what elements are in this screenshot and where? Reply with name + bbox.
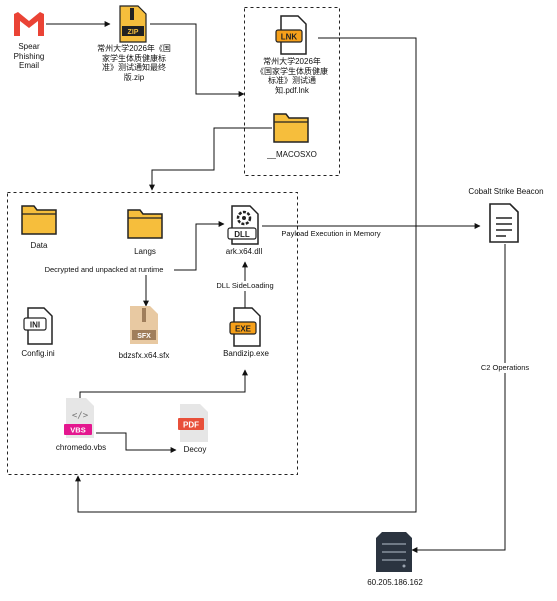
- lnk-badge: LNK: [281, 33, 298, 42]
- edge-macosx-to-payload: [149, 127, 272, 191]
- edge-label-decrypt: Decrypted and unpacked at runtime: [34, 265, 174, 275]
- server-icon: [376, 532, 412, 572]
- vbs-badge: VBS: [70, 426, 85, 435]
- edge-lnk-to-vbs: [75, 37, 417, 513]
- exe-badge: EXE: [235, 325, 252, 334]
- edge-label-payload: Payload Execution in Memory: [281, 229, 381, 238]
- label-sfx: bdzsfx.x64.sfx: [118, 351, 170, 360]
- zip-archive-icon: ZIP: [119, 5, 147, 43]
- label-ini: Config.ini: [21, 349, 55, 358]
- label-zip: 常州大学2026年《国 家学生体质健康标 准》测试通知最终 版.zip: [97, 44, 171, 82]
- pdf-file-icon: PDF: [178, 404, 208, 442]
- label-langs: Langs: [134, 247, 156, 256]
- exe-file-icon: EXE: [229, 307, 261, 347]
- label-decoy: Decoy: [183, 445, 207, 454]
- pdf-badge: PDF: [183, 421, 199, 430]
- label-exe: Bandizip.exe: [223, 349, 269, 358]
- payload-group-box: [7, 192, 298, 475]
- label-vbs: chromedo.vbs: [55, 443, 107, 452]
- sfx-archive-icon: SFX: [130, 306, 158, 344]
- folder-icon-macosx: [273, 113, 309, 143]
- ini-badge: INI: [30, 321, 40, 330]
- svg-text:</>: </>: [72, 411, 89, 421]
- dll-badge: DLL: [234, 230, 250, 239]
- edge-c2: [411, 244, 506, 553]
- dll-gear-icon: DLL: [227, 205, 259, 245]
- label-email: Spear Phishing Email: [13, 42, 45, 70]
- label-dll: ark.x64.dll: [225, 247, 263, 256]
- folder-icon-langs: [127, 209, 163, 239]
- edge-vbs-to-exe: [79, 369, 248, 400]
- edge-label-sideload: DLL SideLoading: [210, 281, 280, 291]
- sfx-badge: SFX: [137, 333, 151, 340]
- document-icon: [489, 203, 519, 243]
- zip-badge: ZIP: [128, 29, 139, 36]
- vbs-script-icon: </> VBS: [64, 398, 94, 438]
- edge-vbs-to-decoy: [96, 432, 177, 453]
- label-data: Data: [30, 241, 48, 250]
- folder-icon-data: [21, 205, 57, 235]
- ini-file-icon: INI: [23, 307, 53, 345]
- label-macosx: __MACOSXO: [267, 150, 317, 159]
- label-server: 60.205.186.162: [367, 578, 423, 587]
- label-lnk: 常州大学2026年 《国家学生体质健康 标准》测试通 知.pdf.lnk: [256, 57, 328, 95]
- edge-label-c2: C2 Operations: [474, 363, 536, 373]
- edge-zip-to-lnk: [150, 23, 245, 97]
- label-beacon: Cobalt Strike Beacon: [468, 187, 544, 196]
- gmail-icon: [14, 12, 44, 36]
- shortcut-file-icon: LNK: [275, 15, 307, 55]
